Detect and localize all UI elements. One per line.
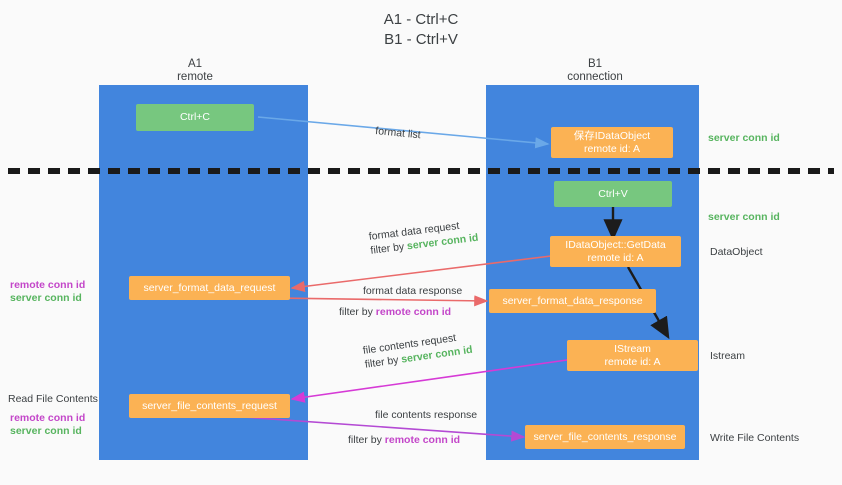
node-server-format-data-request[interactable]: server_format_data_request [129,276,290,300]
page-title: A1 - Ctrl+C B1 - Ctrl+V [0,10,842,50]
node-server-file-contents-request[interactable]: server_file_contents_request [129,394,290,418]
caption-format-data-request: format data request filter by server con… [368,217,479,258]
caption-format-list-text: format list [374,124,422,142]
node-server-format-data-response[interactable]: server_format_data_response [489,289,656,313]
lane-header-b1: B1 connection [540,58,650,84]
node-ctrl-c[interactable]: Ctrl+C [136,104,254,131]
caption-file-contents-response-line1: file contents response [375,409,478,421]
node-save-idataobject[interactable]: 保存IDataObject remote id: A [551,127,673,158]
annotation-right-istream: Istream [710,350,746,362]
annotation-left-server-conn-id-2: server conn id [10,425,82,437]
annotation-left-remote-conn-id-1: remote conn id [10,279,86,291]
caption-fdres-prefix: filter by [339,306,376,318]
annotation-right-dataobject: DataObject [710,246,763,258]
caption-fcreq-prefix: filter by [364,353,403,371]
node-server-file-contents-response[interactable]: server_file_contents_response [525,425,685,449]
node-getdata-line2: remote id: A [587,251,644,264]
annotation-right-write-file-contents: Write File Contents [710,432,800,444]
annotation-right-server-conn-id-1: server conn id [708,132,780,144]
caption-fdres-key: remote conn id [375,306,452,318]
lane-a1-role: remote [177,71,213,83]
annotation-left-read-file-contents: Read File Contents [8,393,98,405]
annotation-left-remote-conn-id-2: remote conn id [10,412,86,424]
caption-format-data-response: format data response [363,284,462,298]
phase-divider [8,168,834,174]
lane-b1-name: B1 [587,58,603,70]
node-server-format-data-response-label: server_format_data_response [502,294,643,307]
node-save-idataobject-line1: 保存IDataObject [573,130,651,142]
node-istream-line1: IStream [614,343,651,355]
caption-format-data-response-filter: filter by remote conn id [339,305,451,319]
annotation-left-server-conn-id-1: server conn id [10,292,82,304]
caption-file-contents-request: file contents request filter by server c… [362,329,473,372]
node-server-file-contents-response-label: server_file_contents_response [533,430,677,443]
title-line-1: A1 - Ctrl+C [383,11,459,28]
annotation-right-server-conn-id-2: server conn id [708,211,780,223]
lane-b1-role: connection [567,71,623,83]
title-line-2: B1 - Ctrl+V [384,31,458,48]
node-ctrl-c-label: Ctrl+C [179,111,211,124]
node-server-format-data-request-label: server_format_data_request [143,281,276,294]
caption-fcres-prefix: filter by [348,434,385,446]
caption-fcres-key: remote conn id [384,434,461,446]
caption-fdreq-prefix: filter by [369,240,408,257]
node-ctrl-v-label: Ctrl+V [598,187,628,200]
node-getdata-line1: IDataObject::GetData [565,239,666,251]
caption-file-contents-response-filter: filter by remote conn id [348,433,460,447]
node-istream-line2: remote id: A [604,355,661,368]
node-ctrl-v[interactable]: Ctrl+V [554,181,672,207]
node-save-idataobject-line2: remote id: A [583,142,641,155]
caption-format-data-response-line1: format data response [363,285,463,297]
node-istream[interactable]: IStream remote id: A [567,340,698,371]
lane-header-a1: A1 remote [140,58,250,84]
lane-a1-name: A1 [187,58,203,70]
node-server-file-contents-request-label: server_file_contents_request [142,399,277,412]
node-getdata[interactable]: IDataObject::GetData remote id: A [550,236,681,267]
caption-format-list: format list [375,124,422,142]
caption-file-contents-response: file contents response [375,408,477,422]
